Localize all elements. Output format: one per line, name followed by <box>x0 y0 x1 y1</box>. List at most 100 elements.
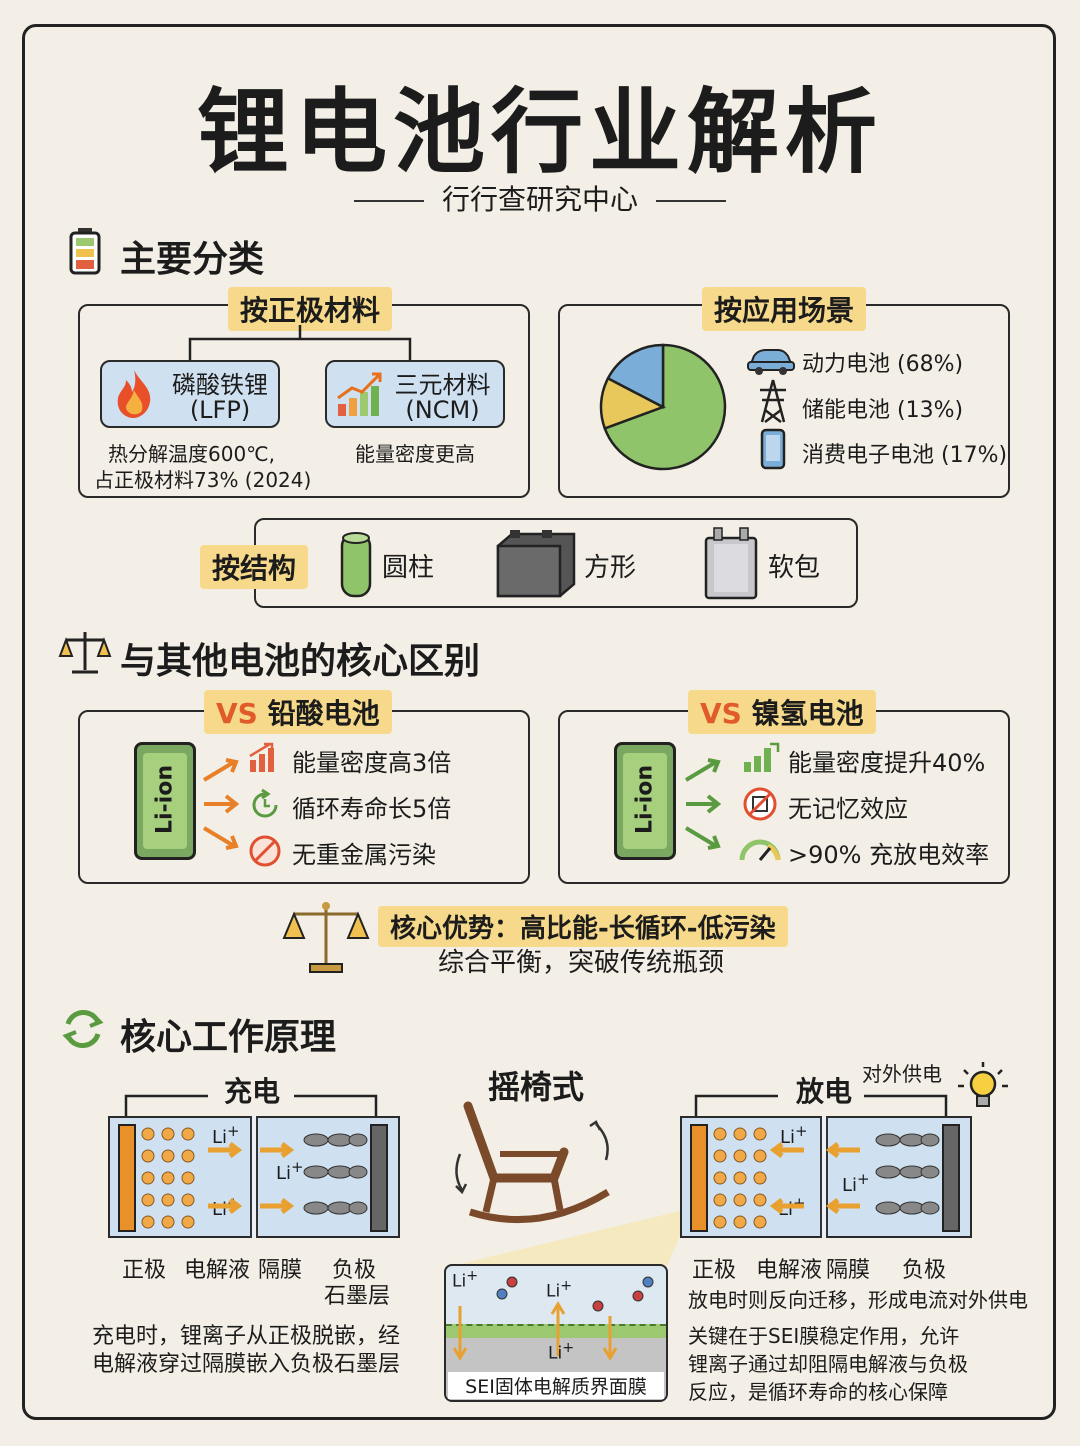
lfp-name: 磷酸铁锂 <box>172 371 268 399</box>
application-pie-chart <box>599 343 727 471</box>
cylinder-cell-icon <box>340 532 372 598</box>
car-icon <box>747 349 795 375</box>
structure-pouch: 软包 <box>768 553 821 583</box>
section-classification-title: 主要分类 <box>120 239 265 280</box>
ion-sup: + <box>227 1122 240 1140</box>
cathode-tag: 按正极材料 <box>228 287 393 331</box>
nimh-name: 镍氢电池 <box>751 697 864 730</box>
ion-text: Li <box>276 1163 292 1184</box>
ion-text: Li <box>546 1281 561 1302</box>
pie-slice-2 <box>606 343 665 410</box>
section-comparison-title: 与其他电池的核心区别 <box>120 641 481 682</box>
vs-label: VS <box>216 697 258 730</box>
lead-acid-point-3: 无重金属污染 <box>292 841 436 869</box>
discharge-wire <box>694 1094 948 1118</box>
lead-acid-tag: VS 铅酸电池 <box>204 690 392 734</box>
discharge-cathode-ions <box>713 1127 767 1229</box>
app-item-power: 动力电池 (68%) <box>802 352 964 377</box>
li-ion-label-right: Li-ion <box>632 765 658 835</box>
charge-desc-2: 电解液穿过隔膜嵌入负极石墨层 <box>92 1352 401 1377</box>
prismatic-cell-icon <box>496 530 576 598</box>
structure-cylinder: 圆柱 <box>382 553 435 583</box>
refresh-icon <box>62 1010 104 1048</box>
sei-ion-1: Li+ <box>452 1268 478 1292</box>
sei-details <box>452 1276 654 1361</box>
charge-ion-3: Li+ <box>276 1158 304 1184</box>
ion-sup: + <box>857 1170 870 1188</box>
ncm-code: (NCM) <box>405 396 480 424</box>
page-title: 锂电池行业解析 <box>196 79 883 186</box>
ncm-name: 三元材料 <box>394 371 491 399</box>
charge-graphite <box>303 1133 368 1215</box>
section-principle-title: 核心工作原理 <box>120 1017 337 1058</box>
power-tower-icon <box>760 379 786 423</box>
ion-text: Li <box>842 1175 858 1196</box>
discharge-part-anode: 负极 <box>902 1258 947 1283</box>
flame-icon <box>117 370 151 418</box>
cycle-icon <box>252 788 278 818</box>
charge-part-cathode: 正极 <box>122 1258 167 1283</box>
scale-icon <box>58 632 112 674</box>
sei-zoom-rays <box>444 1208 692 1268</box>
charge-arrows <box>208 1142 295 1214</box>
page-subtitle: 行行查研究中心 <box>0 178 1080 218</box>
arrows-left <box>202 758 240 850</box>
charge-cathode <box>118 1124 136 1232</box>
structure-tag: 按结构 <box>200 545 309 589</box>
charge-wire <box>124 1094 378 1118</box>
arrows-right <box>684 758 722 850</box>
discharge-arrows <box>770 1142 860 1214</box>
no-memory-icon <box>743 787 777 821</box>
balance-scale-icon <box>282 902 370 973</box>
discharge-ion-3: Li+ <box>842 1170 870 1196</box>
charge-desc-1: 充电时，锂离子从正极脱嵌，经 <box>92 1324 401 1349</box>
discharge-graphite <box>875 1133 940 1215</box>
sei-ion-2: Li+ <box>546 1278 572 1302</box>
cathode-connector <box>188 325 412 363</box>
gauge-icon <box>739 839 781 861</box>
nimh-tag: VS 镍氢电池 <box>688 690 876 734</box>
sei-label: SEI固体电解质界面膜 <box>448 1372 664 1399</box>
structure-prismatic: 方形 <box>584 553 637 583</box>
charge-cathode-ions <box>141 1127 195 1229</box>
ion-sup: + <box>562 1340 575 1356</box>
discharge-ion-1: Li+ <box>780 1122 808 1148</box>
charge-anode <box>370 1124 388 1232</box>
ion-text: Li <box>452 1271 467 1292</box>
charge-label: 充电 <box>224 1075 281 1108</box>
discharge-anode <box>942 1124 960 1232</box>
li-ion-battery-right: Li-ion <box>614 742 676 860</box>
vs-label: VS <box>700 697 742 730</box>
nimh-point-2: 无记忆效应 <box>788 795 908 823</box>
nimh-point-3: >90% 充放电效率 <box>788 841 990 869</box>
sei-desc-1: 关键在于SEI膜稳定作用，允许 <box>688 1324 960 1348</box>
phone-icon <box>760 428 786 470</box>
lead-acid-point-1: 能量密度高3倍 <box>292 749 452 777</box>
ion-sup: + <box>795 1122 808 1140</box>
app-item-storage: 储能电池 (13%) <box>802 398 964 423</box>
lfp-note-2: 占正极材料73% (2024) <box>94 468 312 492</box>
discharge-part-electrolyte: 电解液 <box>756 1258 823 1283</box>
discharge-separator <box>820 1116 828 1238</box>
ion-sup: + <box>466 1268 479 1284</box>
sei-desc-2: 锂离子通过却阻隔电解液与负极 <box>688 1352 968 1376</box>
charge-part-anode: 负极 <box>332 1258 377 1283</box>
charge-part-separator: 隔膜 <box>258 1258 303 1283</box>
ion-text: Li <box>212 1127 228 1148</box>
ncm-card <box>325 360 505 428</box>
discharge-label: 放电 <box>796 1075 853 1108</box>
ion-sup: + <box>560 1278 573 1294</box>
li-ion-battery-left: Li-ion <box>134 742 196 860</box>
no-pollution-icon <box>249 835 281 867</box>
advantage-tag: 核心优势：高比能-长循环-低污染 <box>378 906 788 947</box>
external-power-label: 对外供电 <box>862 1062 942 1086</box>
lfp-note-1: 热分解温度600℃, <box>108 442 275 466</box>
discharge-cathode <box>690 1124 708 1232</box>
discharge-part-cathode: 正极 <box>692 1258 737 1283</box>
charge-ion-1: Li+ <box>212 1122 240 1148</box>
lead-acid-point-2: 循环寿命长5倍 <box>292 795 452 823</box>
discharge-part-separator: 隔膜 <box>826 1258 871 1283</box>
discharge-desc: 放电时则反向迁移，形成电流对外供电 <box>688 1288 1028 1312</box>
lfp-code: (LFP) <box>189 396 251 424</box>
ion-text: Li <box>780 1127 796 1148</box>
